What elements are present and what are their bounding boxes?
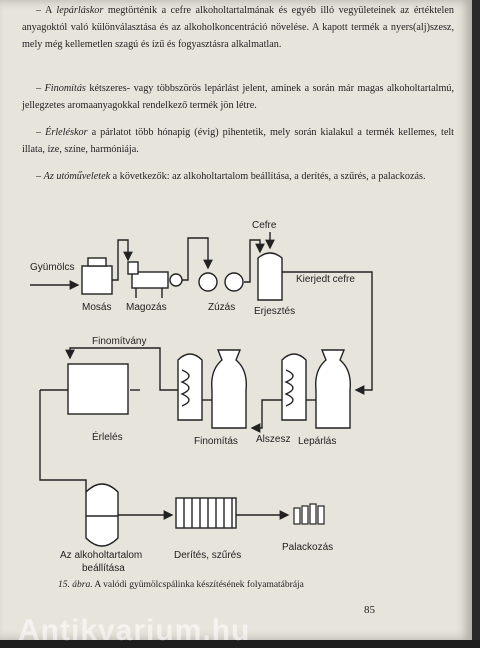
crusher-roller-1	[198, 272, 218, 292]
watermark-text: Antikvarium.hu	[18, 614, 251, 647]
page-edge-shadow	[472, 0, 480, 640]
blending-tank	[85, 483, 119, 547]
caption-number: 15. ábra.	[58, 580, 93, 590]
emphasis-leparlaskor: lepárláskor	[56, 5, 104, 16]
bottles-icon	[293, 503, 325, 525]
label-alkohol-1: Az alkoholtartalom	[60, 550, 143, 561]
paragraph-utomuveletek: – Az utóműveletek a következők: az alkoh…	[36, 171, 426, 182]
column-1	[177, 353, 203, 421]
flow-diagram-svg	[30, 232, 373, 547]
label-palackozas: Palackozás	[282, 542, 334, 553]
label-cefre: Cefre	[252, 220, 277, 231]
label-gyumolcs: Gyümölcs	[30, 262, 75, 273]
paragraph-finomitas: – Finomítás kétszeres- vagy többszörös l…	[22, 83, 455, 111]
column-2	[281, 353, 307, 421]
label-alszesz: Alszesz	[256, 434, 291, 445]
label-derites: Derítés, szűrés	[174, 550, 242, 561]
filter-press	[175, 497, 237, 529]
maturation-box	[67, 363, 129, 415]
label-zuzas: Zúzás	[208, 302, 236, 313]
crusher-roller-2	[224, 272, 244, 292]
label-erjesztes: Erjesztés	[254, 306, 296, 317]
paragraph-leparlas: – A lepárláskor megtörténik a cefre alko…	[22, 5, 454, 50]
label-kierjedt-cefre: Kierjedt cefre	[296, 274, 355, 285]
fermenter-tank	[257, 252, 283, 301]
process-flow-diagram: Gyümölcs Mosás Magozás Zúzás Cefre Erjes…	[0, 210, 472, 600]
washer-shape	[81, 265, 113, 295]
still-1	[211, 349, 247, 429]
label-leparlas: Lepárlás	[298, 436, 337, 447]
label-finomitas: Finomítás	[194, 436, 238, 447]
label-erleles: Érlelés	[92, 432, 123, 443]
page-number: 85	[364, 604, 375, 616]
figure-caption: 15. ábra. A valódi gyümölcspálinka készí…	[58, 580, 304, 590]
emphasis-utomuveletek: Az utóműveletek	[43, 171, 111, 182]
label-finomitvany: Finomítvány	[92, 336, 147, 347]
label-alkohol-2: beállítása	[82, 563, 125, 574]
emphasis-finomitas: Finomítás	[44, 83, 86, 94]
paragraph-erleles: – Érleléskor a párlatot több hónapig (év…	[22, 127, 455, 155]
label-mosas: Mosás	[82, 302, 112, 313]
destoner-shape	[131, 271, 169, 289]
label-magozas: Magozás	[126, 302, 167, 313]
caption-text: A valódi gyümölcspálinka készítésének fo…	[92, 580, 304, 590]
still-2	[315, 349, 351, 429]
emphasis-erleleskor: Érleléskor	[45, 127, 88, 138]
